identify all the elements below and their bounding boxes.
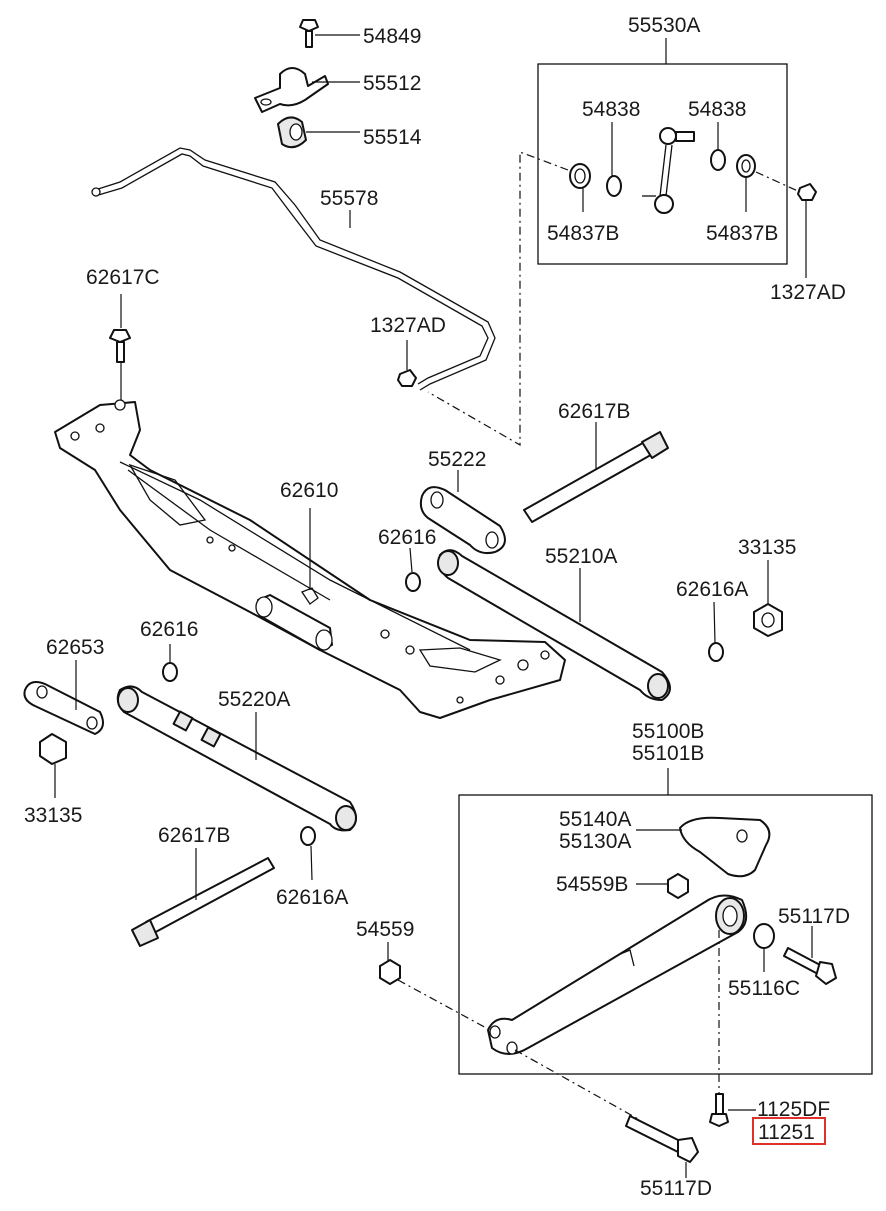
stabilizer-bar-55578 xyxy=(91,147,496,391)
label-55117D-right[interactable]: 55117D xyxy=(778,905,850,928)
label-54837B-right[interactable]: 54837B xyxy=(706,222,778,245)
washer-54838-right xyxy=(710,122,726,171)
label-55220A[interactable]: 55220A xyxy=(218,688,290,711)
nut-1327AD-left xyxy=(397,340,417,387)
bushing-55514 xyxy=(277,116,360,149)
bolt-62617C xyxy=(109,294,131,400)
label-55140A[interactable]: 55140A xyxy=(559,808,631,831)
plate-62653 xyxy=(23,660,105,735)
label-62653[interactable]: 62653 xyxy=(46,636,104,659)
label-55514[interactable]: 55514 xyxy=(363,126,422,149)
washer-62616A-lower xyxy=(300,826,316,881)
label-62616-upper[interactable]: 62616 xyxy=(378,526,436,549)
label-11251[interactable]: 11251 xyxy=(758,1121,815,1144)
label-55117D-lower[interactable]: 55117D xyxy=(640,1177,712,1200)
label-33135-right[interactable]: 33135 xyxy=(738,536,796,559)
label-62610[interactable]: 62610 xyxy=(280,479,338,502)
label-55512[interactable]: 55512 xyxy=(363,72,421,95)
bracket-55140A xyxy=(636,816,771,878)
highlight-box xyxy=(752,1117,826,1145)
bolt-54849 xyxy=(299,19,360,48)
label-55578[interactable]: 55578 xyxy=(320,187,378,210)
label-55101B[interactable]: 55101B xyxy=(632,742,704,765)
label-1327AD-left[interactable]: 1327AD xyxy=(370,314,446,337)
bushing-54837B-left xyxy=(569,163,591,212)
bolt-55117D-right xyxy=(783,926,837,985)
label-33135-left[interactable]: 33135 xyxy=(24,804,82,827)
nut-1327AD-right xyxy=(755,171,817,278)
label-54849[interactable]: 54849 xyxy=(363,25,421,48)
trailing-arm xyxy=(487,894,748,1055)
label-54559B[interactable]: 54559B xyxy=(556,873,628,896)
lower-bolt-axis-line xyxy=(514,1049,641,1121)
bracket-55512 xyxy=(254,67,360,113)
bushing-54837B-right xyxy=(736,154,756,212)
bushing-55116C xyxy=(753,923,775,972)
bolt-62617B-upper xyxy=(523,422,669,523)
label-55530A[interactable]: 55530A xyxy=(628,14,700,37)
label-55222[interactable]: 55222 xyxy=(428,448,486,471)
box-55530A xyxy=(537,63,788,265)
label-62616-lower[interactable]: 62616 xyxy=(140,618,198,641)
washer-62616-lower xyxy=(162,644,178,682)
crossmember-62610 xyxy=(54,399,566,719)
label-54838-left[interactable]: 54838 xyxy=(582,98,640,121)
label-55210A[interactable]: 55210A xyxy=(545,545,617,568)
label-55100B[interactable]: 55100B xyxy=(632,720,704,743)
link-attach-line xyxy=(427,151,569,447)
nut-54559 xyxy=(379,942,491,1031)
label-62617B-upper[interactable]: 62617B xyxy=(558,400,630,423)
nut-33135-right xyxy=(753,560,783,637)
bolt-62617B-lower xyxy=(131,848,275,947)
label-54837B-left[interactable]: 54837B xyxy=(547,222,619,245)
nut-54559B xyxy=(636,873,689,899)
washer-62616A-right xyxy=(708,601,724,662)
label-55116C[interactable]: 55116C xyxy=(728,977,800,1000)
nut-33135-left xyxy=(39,733,67,798)
label-62616A-lower[interactable]: 62616A xyxy=(276,886,348,909)
stabilizer-link xyxy=(642,127,695,214)
bolt-55117D-lower xyxy=(625,1115,699,1178)
washer-54838-left xyxy=(606,122,622,197)
arm-55210A xyxy=(437,549,671,701)
label-1125DF[interactable]: 1125DF xyxy=(757,1098,830,1121)
bolt-1125DF xyxy=(709,1093,756,1127)
label-1327AD-right[interactable]: 1327AD xyxy=(770,281,846,304)
label-54559[interactable]: 54559 xyxy=(356,918,414,941)
arm-55220A xyxy=(116,685,357,832)
label-62617C[interactable]: 62617C xyxy=(86,266,160,289)
washer-62616-upper xyxy=(405,547,421,592)
box-55100B xyxy=(458,794,873,1075)
bracket-55222 xyxy=(419,470,506,555)
label-62616A-right[interactable]: 62616A xyxy=(676,578,748,601)
label-62617B-lower[interactable]: 62617B xyxy=(158,824,230,847)
label-54838-right[interactable]: 54838 xyxy=(688,98,746,121)
label-55130A[interactable]: 55130A xyxy=(559,830,631,853)
